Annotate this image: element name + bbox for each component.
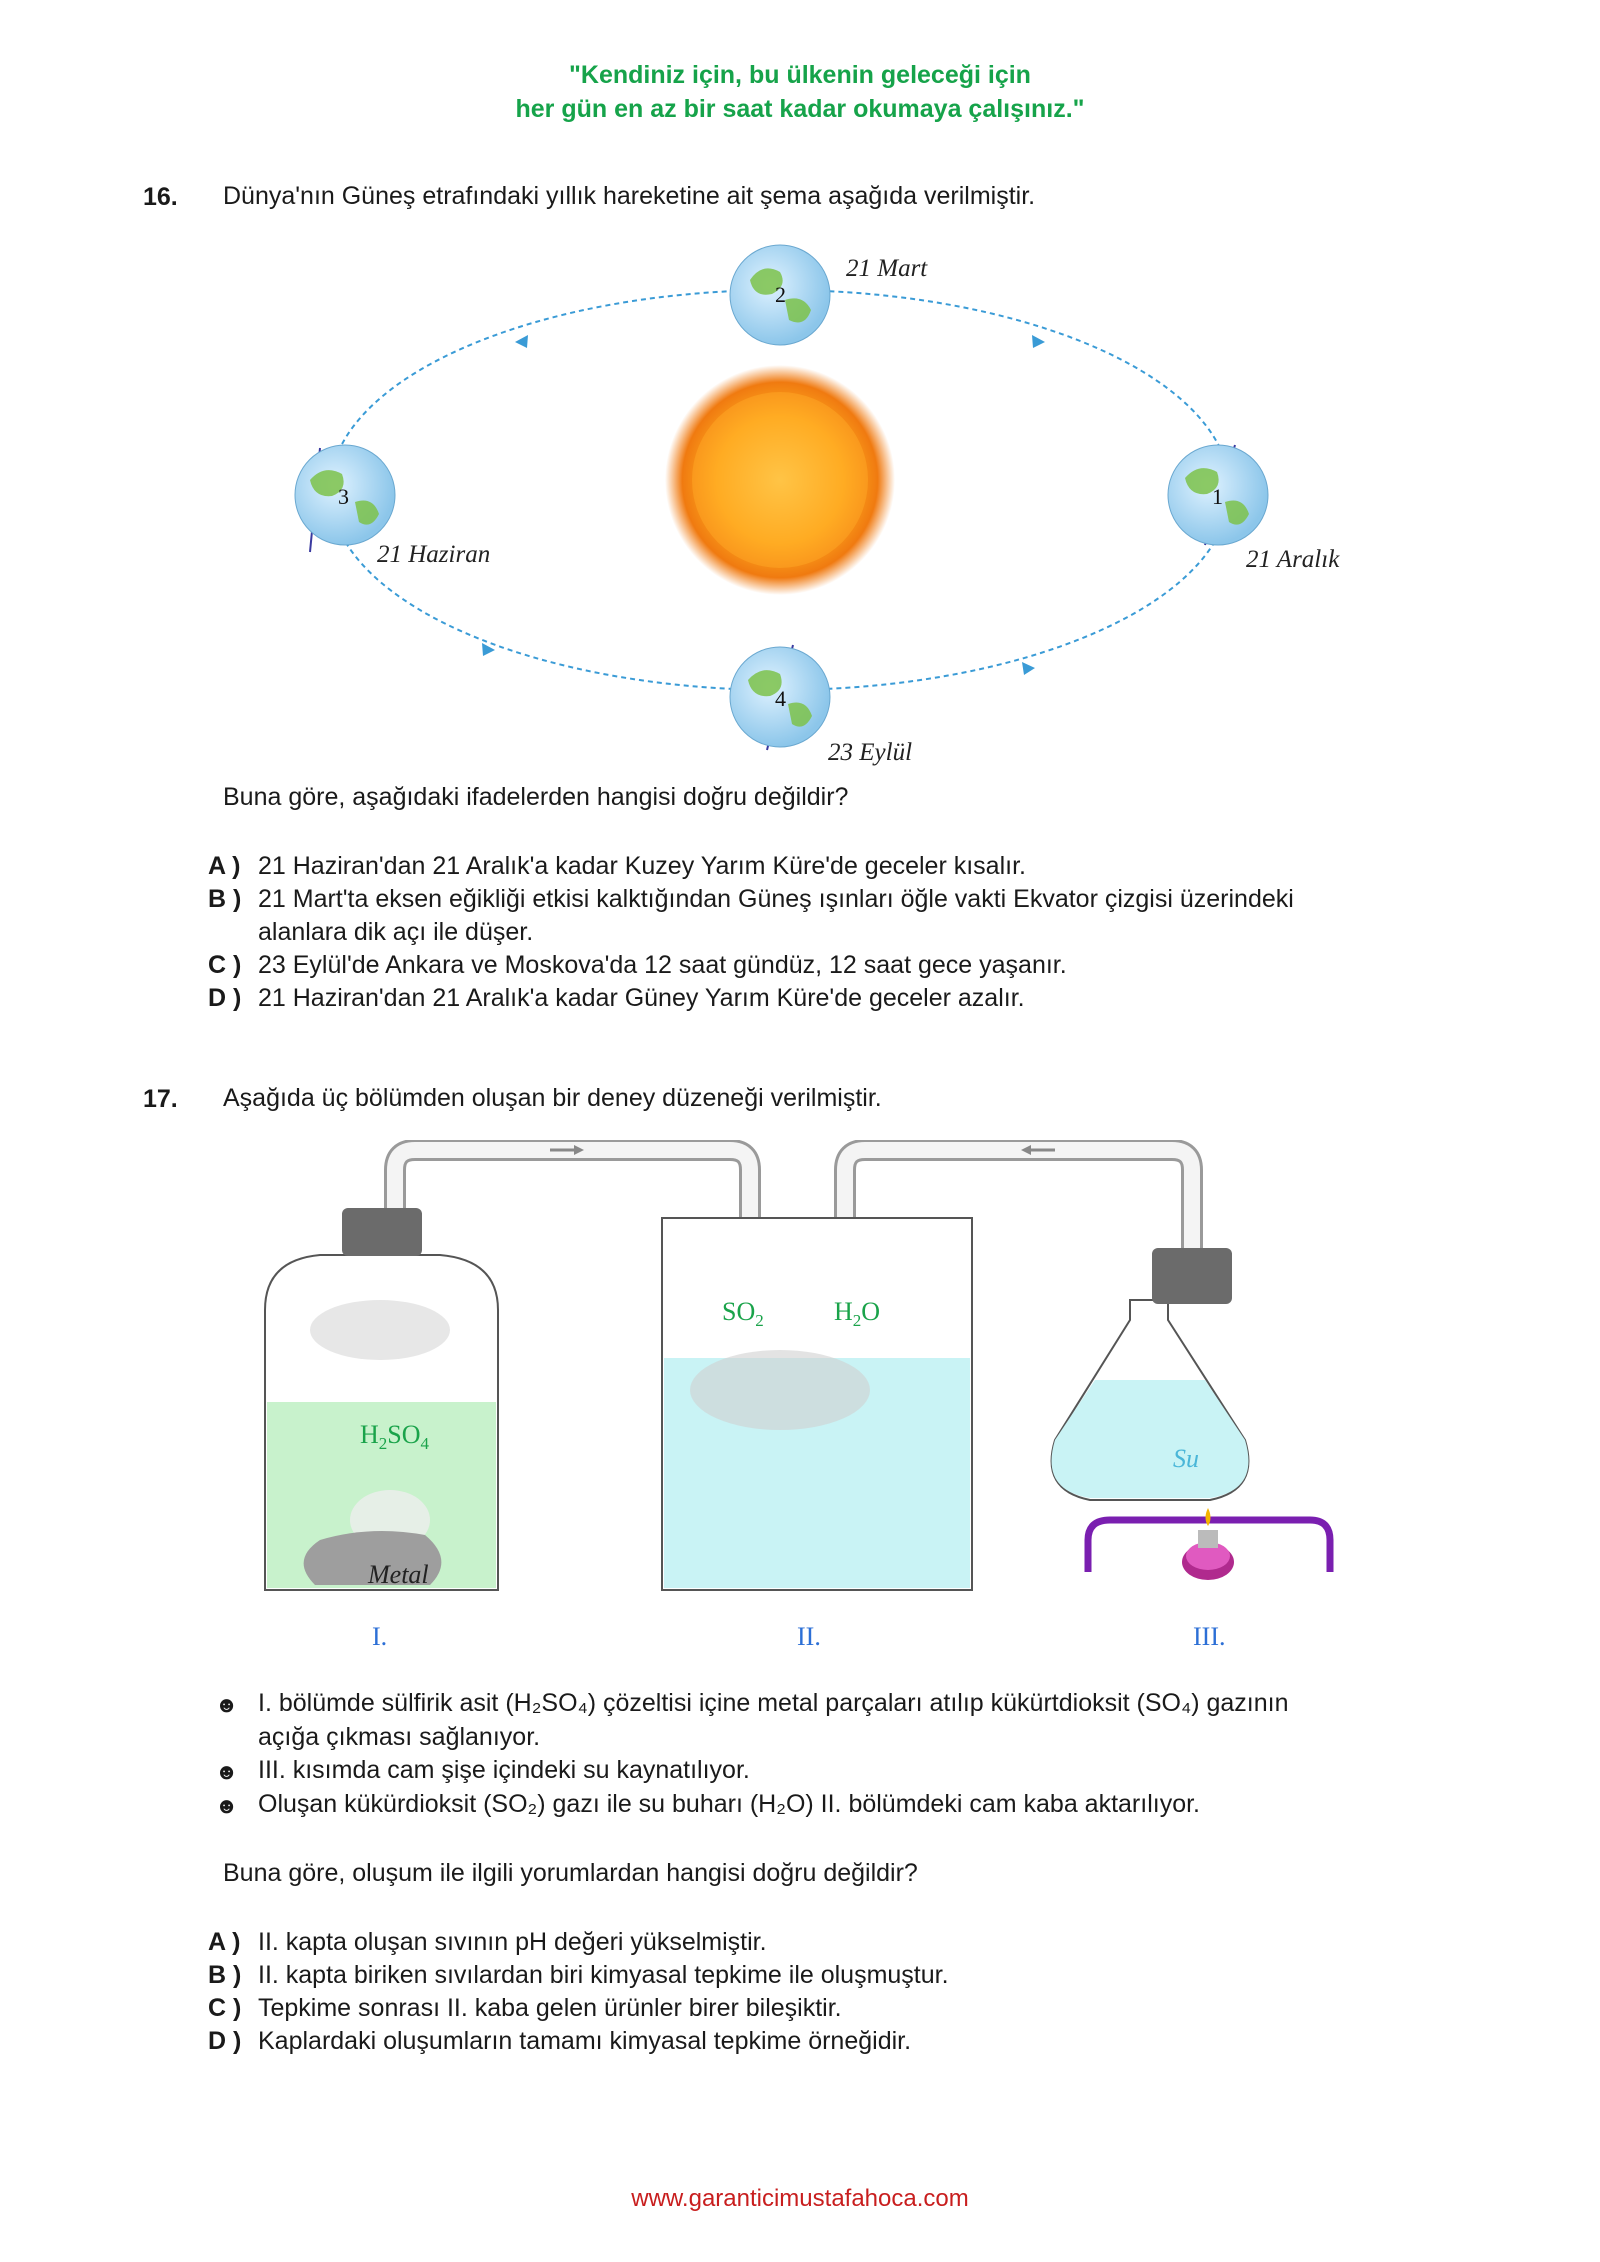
- option-text: 21 Haziran'dan 21 Aralık'a kadar Güney Y…: [258, 984, 1025, 1012]
- option-letter: D ): [208, 2027, 242, 2055]
- flow-arrow-left: [1021, 1145, 1055, 1155]
- earth-orbit-diagram: 2 21 Mart 3 21 Haziran 1 21 Aralık 4 23 …: [294, 244, 1340, 766]
- flask-stopper: [1152, 1248, 1232, 1304]
- container-II: SO2 H2O: [661, 1217, 973, 1591]
- option-letter: B ): [208, 885, 242, 913]
- q17-bullet-2: III. kısımda cam şişe içindeki su kaynat…: [258, 1756, 750, 1784]
- q16-option-b-line2: alanlara dik açı ile düşer.: [258, 918, 534, 946]
- q16-option-c: C ) 23 Eylül'de Ankara ve Moskova'da 12 s…: [208, 949, 1067, 982]
- earth-1-number: 1: [1212, 484, 1223, 509]
- orbit-arrow: [482, 643, 495, 656]
- motto-line-1: "Kendiniz için, bu ülkenin geleceği için: [569, 61, 1031, 89]
- q17-option-d: D ) Kaplardaki oluşumların tamamı kimyasa…: [208, 2025, 911, 2058]
- option-text: II. kapta oluşan sıvının pH değeri yükse…: [258, 1928, 767, 1956]
- bottle-I: H2SO4 Metal: [264, 1208, 499, 1591]
- earth-position-1: 1: [1167, 444, 1269, 546]
- question-16-number: 16.: [143, 183, 178, 211]
- earth-position-2: 2: [729, 244, 831, 346]
- question-17-number: 17.: [143, 1085, 178, 1113]
- motto-line-2: her gün en az bir saat kadar okumaya çal…: [515, 95, 1085, 123]
- bottle-stopper: [342, 1208, 422, 1256]
- option-letter: B ): [208, 1961, 242, 1989]
- bullet-icon: ☻: [215, 1759, 239, 1784]
- option-letter: A ): [208, 852, 241, 880]
- earth-2-number: 2: [775, 282, 786, 307]
- option-text: II. kapta biriken sıvılardan biri kimyas…: [258, 1961, 949, 1989]
- option-text: 21 Haziran'dan 21 Aralık'a kadar Kuzey Y…: [258, 852, 1026, 880]
- q17-bullet-1-cont: açığa çıkması sağlanıyor.: [258, 1723, 541, 1751]
- date-21-haziran: 21 Haziran: [377, 541, 490, 568]
- option-letter: A ): [208, 1928, 241, 1956]
- earth-position-3: 3: [294, 444, 396, 553]
- q17-option-b: B ) II. kapta biriken sıvılardan biri kim…: [208, 1959, 949, 1992]
- flame: [1205, 1508, 1211, 1526]
- orbit-arrow: [1032, 335, 1045, 348]
- question-16-stem: Dünya'nın Güneş etrafındaki yıllık harek…: [223, 182, 1036, 210]
- option-letter: C ): [208, 951, 242, 979]
- q17-option-a: A ) II. kapta oluşan sıvının pH değeri yü…: [208, 1926, 767, 1959]
- question-16-prompt: Buna göre, aşağıdaki ifadelerden hangisi…: [223, 783, 849, 811]
- su-label: Su: [1173, 1444, 1199, 1473]
- question-17-stem: Aşağıda üç bölümden oluşan bir deney düz…: [223, 1084, 882, 1112]
- label-III: III.: [1193, 1622, 1225, 1651]
- flow-arrow-right: [550, 1145, 584, 1155]
- date-21-aralik: 21 Aralık: [1246, 546, 1340, 573]
- h2so4-label: H2SO4: [360, 1420, 430, 1453]
- metal-piece: [303, 1531, 442, 1585]
- footer-url[interactable]: www.garanticimustafahoca.com: [631, 2185, 969, 2212]
- orbit-arrow: [515, 335, 528, 348]
- option-text: 21 Mart'ta eksen eğikliği etkisi kalktığ…: [258, 885, 1294, 913]
- option-letter: D ): [208, 984, 242, 1012]
- label-II: II.: [797, 1622, 821, 1651]
- q17-option-c: C ) Tepkime sonrası II. kaba gelen ürünle…: [208, 1992, 842, 2025]
- date-21-mart: 21 Mart: [846, 255, 928, 282]
- question-17-prompt: Buna göre, oluşum ile ilgili yorumlardan…: [223, 1859, 918, 1887]
- option-text: 23 Eylül'de Ankara ve Moskova'da 12 saat…: [258, 951, 1067, 979]
- bullet-icon: ☻: [215, 1692, 239, 1717]
- option-text: Kaplardaki oluşumların tamamı kimyasal t…: [258, 2027, 912, 2055]
- flask-III: Su: [1050, 1248, 1334, 1580]
- option-text: Tepkime sonrası II. kaba gelen ürünler b…: [258, 1994, 842, 2022]
- bullet-icon: ☻: [215, 1793, 239, 1818]
- earth-4-number: 4: [775, 686, 786, 711]
- label-I: I.: [372, 1622, 387, 1651]
- q16-option-b: B ) 21 Mart'ta eksen eğikliği etkisi kalk…: [208, 883, 1294, 916]
- earth-position-4: 4: [729, 644, 831, 751]
- metal-label: Metal: [367, 1560, 429, 1589]
- q16-option-d: D ) 21 Haziran'dan 21 Aralık'a kadar Güne…: [208, 982, 1025, 1015]
- option-letter: C ): [208, 1994, 242, 2022]
- q17-bullet-1: I. bölümde sülfirik asit (H₂SO₄) çözelti…: [258, 1689, 1289, 1717]
- q16-option-a: A ) 21 Haziran'dan 21 Aralık'a kadar Kuze…: [208, 850, 1026, 883]
- orbit-arrow: [1022, 662, 1035, 675]
- experiment-diagram: H2SO4 Metal SO2 H2O Su I. II. III.: [264, 1140, 1334, 1651]
- q17-bullet-3: Oluşan kükürdioksit (SO₂) gazı ile su bu…: [258, 1790, 1200, 1818]
- earth-3-number: 3: [338, 484, 349, 509]
- date-23-eylul: 23 Eylül: [828, 739, 912, 766]
